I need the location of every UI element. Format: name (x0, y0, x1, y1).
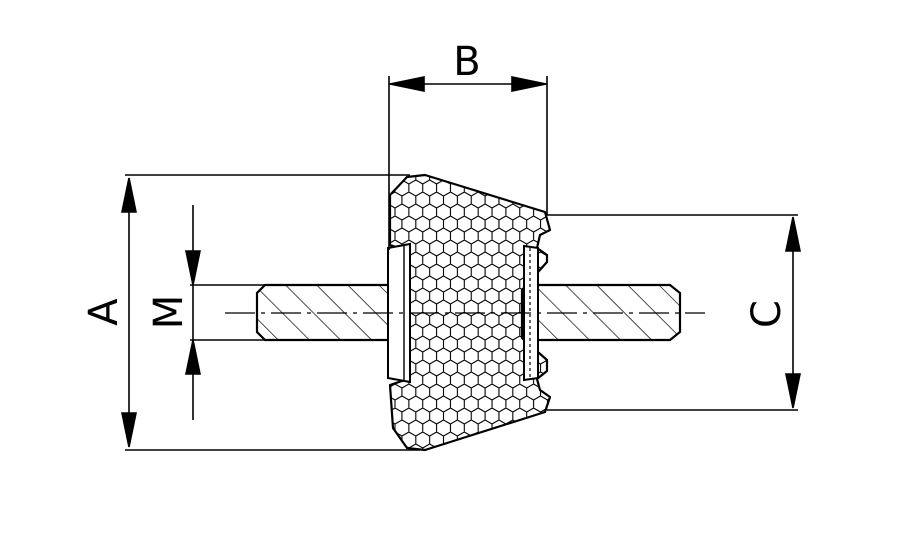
label-b: B (453, 39, 480, 85)
dimension-c (547, 214, 801, 411)
label-c: C (744, 300, 790, 328)
dimension-m (185, 205, 265, 420)
label-a: A (81, 298, 127, 326)
dimension-a (121, 174, 420, 451)
dimension-b (388, 76, 548, 250)
label-m: M (146, 295, 192, 330)
